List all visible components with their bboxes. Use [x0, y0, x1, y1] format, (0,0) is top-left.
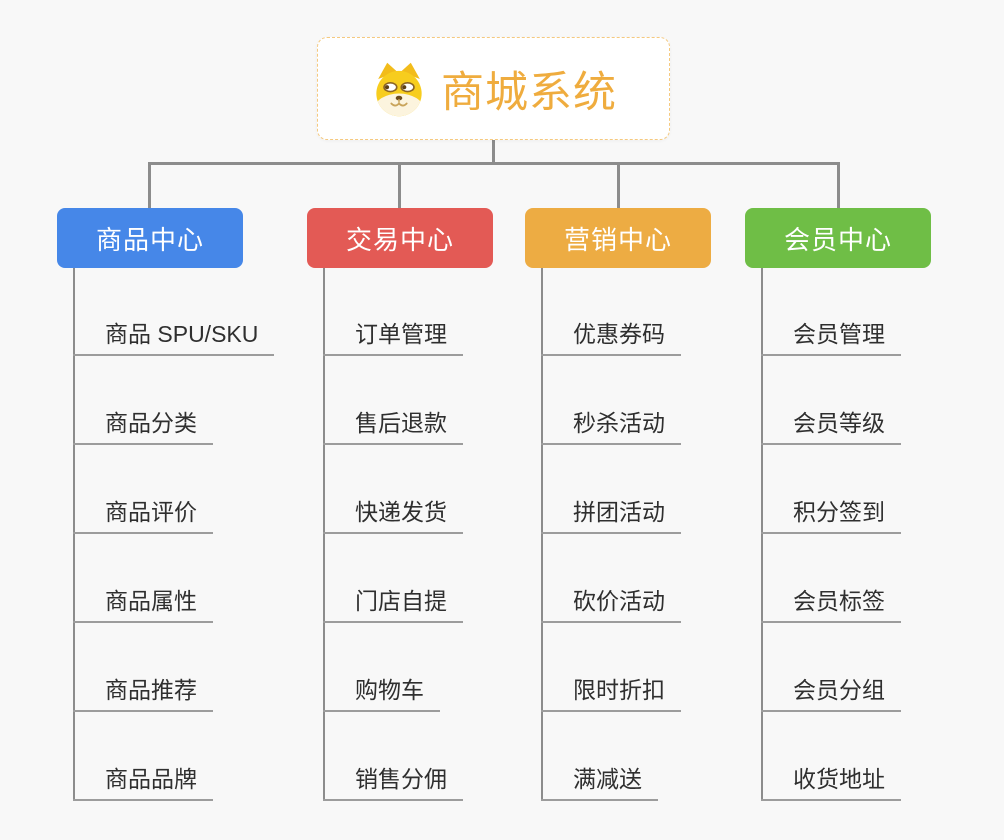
subtopic-item[interactable]: 会员标签 — [761, 587, 901, 623]
subtopic-item[interactable]: 会员等级 — [761, 409, 901, 445]
branch-topic[interactable]: 会员中心 — [745, 208, 931, 268]
branch-vline — [323, 268, 325, 801]
dog-face-icon — [370, 60, 428, 118]
branch-marketing-center: 营销中心 优惠券码秒杀活动拼团活动砍价活动限时折扣满减送 — [525, 0, 775, 840]
subtopic-item[interactable]: 限时折扣 — [541, 676, 681, 712]
branch-trade-center: 交易中心 订单管理售后退款快递发货门店自提购物车销售分佣 — [307, 0, 557, 840]
root-connector-stem — [492, 140, 495, 164]
branch-topic[interactable]: 交易中心 — [307, 208, 493, 268]
subtopic-item[interactable]: 商品分类 — [73, 409, 213, 445]
branch-items: 优惠券码秒杀活动拼团活动砍价活动限时折扣满减送 — [541, 0, 771, 840]
branch-items: 商品 SPU/SKU 商品分类商品评价商品属性商品推荐商品品牌 — [73, 0, 303, 840]
branch-vline — [761, 268, 763, 801]
subtopic-item[interactable]: 优惠券码 — [541, 320, 681, 356]
subtopic-item[interactable]: 满减送 — [541, 765, 658, 801]
root-topic[interactable]: 商城系统 — [317, 37, 670, 140]
subtopic-item[interactable]: 销售分佣 — [323, 765, 463, 801]
subtopic-item[interactable]: 会员分组 — [761, 676, 901, 712]
subtopic-item[interactable]: 快递发货 — [323, 498, 463, 534]
branch-items: 会员管理会员等级积分签到会员标签会员分组收货地址 — [761, 0, 991, 840]
subtopic-item[interactable]: 订单管理 — [323, 320, 463, 356]
subtopic-item[interactable]: 砍价活动 — [541, 587, 681, 623]
branch-product-center: 商品中心 商品 SPU/SKU 商品分类商品评价商品属性商品推荐商品品牌 — [57, 0, 307, 840]
subtopic-item[interactable]: 商品品牌 — [73, 765, 213, 801]
branch-connector-drop — [398, 162, 401, 209]
branch-connector-drop — [148, 162, 151, 209]
subtopic-item[interactable]: 拼团活动 — [541, 498, 681, 534]
subtopic-item[interactable]: 秒杀活动 — [541, 409, 681, 445]
subtopic-item[interactable]: 商品 SPU/SKU — [73, 320, 275, 356]
subtopic-item[interactable]: 商品属性 — [73, 587, 213, 623]
subtopic-item[interactable]: 收货地址 — [761, 765, 901, 801]
subtopic-item[interactable]: 商品评价 — [73, 498, 213, 534]
subtopic-item[interactable]: 门店自提 — [323, 587, 463, 623]
branch-member-center: 会员中心 会员管理会员等级积分签到会员标签会员分组收货地址 — [745, 0, 995, 840]
branch-connector-bus — [148, 162, 839, 165]
subtopic-item[interactable]: 积分签到 — [761, 498, 901, 534]
subtopic-item[interactable]: 会员管理 — [761, 320, 901, 356]
branch-vline — [73, 268, 75, 801]
root-topic-title: 商城系统 — [441, 68, 617, 117]
branch-connector-drop — [617, 162, 620, 209]
subtopic-item[interactable]: 售后退款 — [323, 409, 463, 445]
branch-items: 订单管理售后退款快递发货门店自提购物车销售分佣 — [323, 0, 553, 840]
branch-vline — [541, 268, 543, 801]
subtopic-item[interactable]: 购物车 — [323, 676, 440, 712]
branch-topic[interactable]: 商品中心 — [57, 208, 243, 268]
branch-topic[interactable]: 营销中心 — [525, 208, 711, 268]
subtopic-item[interactable]: 商品推荐 — [73, 676, 213, 712]
branch-connector-drop — [837, 162, 840, 209]
